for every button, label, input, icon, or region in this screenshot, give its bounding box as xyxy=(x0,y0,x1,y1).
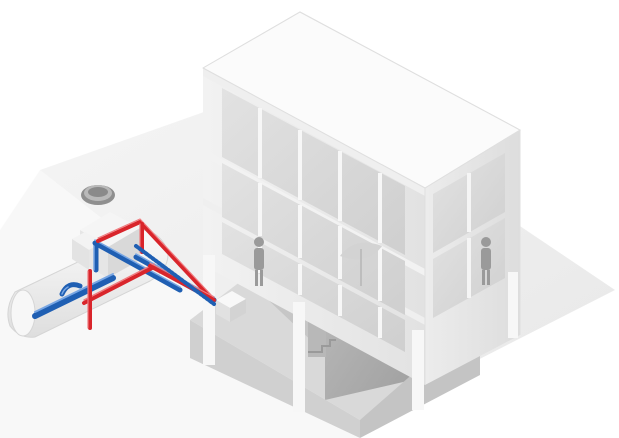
manhole-lid-icon xyxy=(81,185,115,205)
